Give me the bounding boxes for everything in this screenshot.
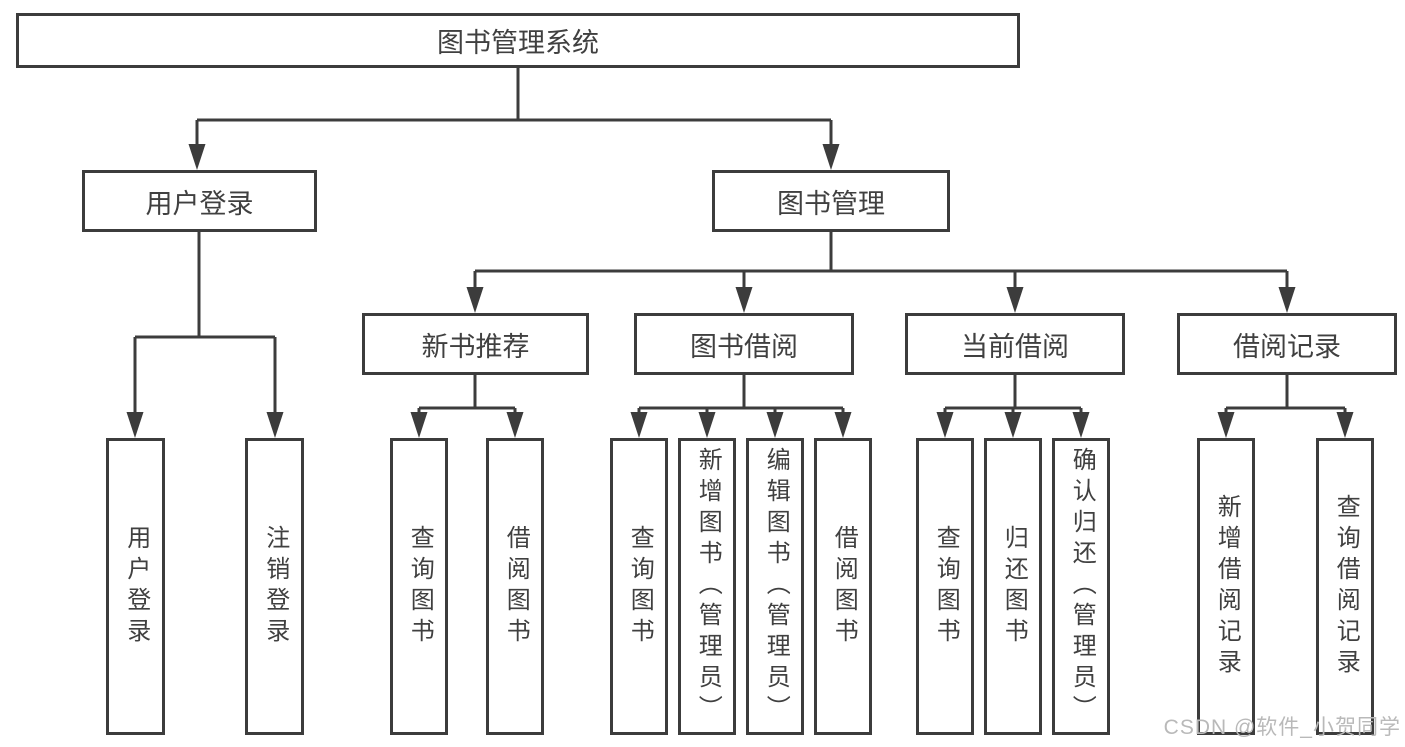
leaf-cb-query-books: 查询图书 — [916, 438, 974, 735]
leaf-label: 借阅图书 — [502, 524, 530, 649]
leaf-label: 用户登录 — [122, 524, 150, 649]
node-current-borrowing: 当前借阅 — [905, 313, 1125, 375]
node-borrowing-records: 借阅记录 — [1177, 313, 1397, 375]
leaf-label: 归还图书 — [1000, 524, 1028, 649]
current-borrowing-connector — [936, 375, 1090, 438]
leaf-label: 注销登录 — [261, 524, 289, 649]
leaf-br-add-borrow-record: 新增借阅记录 — [1197, 438, 1255, 735]
borrowing-records-connector — [1217, 375, 1354, 438]
node-library-management-system: 图书管理系统 — [16, 13, 1020, 68]
leaf-label: 确认归还（管理员） — [1068, 447, 1096, 726]
leaf-label: 查询图书 — [626, 524, 654, 649]
leaf-label: 新增借阅记录 — [1213, 493, 1241, 680]
leaf-nbr-query-books: 查询图书 — [390, 438, 448, 735]
leaf-bb-query-books: 查询图书 — [610, 438, 668, 735]
leaf-label: 新增图书（管理员） — [694, 447, 722, 726]
leaf-cb-return-books: 归还图书 — [984, 438, 1042, 735]
node-book-borrowing: 图书借阅 — [634, 313, 854, 375]
leaf-br-query-borrow-record: 查询借阅记录 — [1316, 438, 1374, 735]
leaf-label: 查询借阅记录 — [1332, 493, 1360, 680]
leaf-logout-login: 注销登录 — [245, 438, 304, 735]
book-borrowing-connector — [630, 375, 852, 438]
leaf-label: 编辑图书（管理员） — [762, 447, 790, 726]
leaf-label: 查询图书 — [406, 524, 434, 649]
csdn-watermark: CSDN @软件_小贺同学 — [1163, 716, 1401, 739]
node-user-login: 用户登录 — [82, 170, 317, 232]
book-management-connector — [466, 232, 1296, 313]
leaf-nbr-borrow-books: 借阅图书 — [486, 438, 544, 735]
leaf-bb-add-books-admin: 新增图书（管理员） — [678, 438, 736, 735]
root-connector — [188, 68, 840, 170]
leaf-user-login: 用户登录 — [106, 438, 165, 735]
node-new-book-recommend: 新书推荐 — [362, 313, 589, 375]
leaf-label: 借阅图书 — [830, 524, 858, 649]
leaf-label: 查询图书 — [932, 524, 960, 649]
user-login-connector — [126, 232, 284, 438]
new-book-recommend-connector — [410, 375, 524, 438]
leaf-bb-borrow-books: 借阅图书 — [814, 438, 872, 735]
leaf-bb-edit-books-admin: 编辑图书（管理员） — [746, 438, 804, 735]
node-book-management: 图书管理 — [712, 170, 950, 232]
leaf-cb-confirm-return-admin: 确认归还（管理员） — [1052, 438, 1110, 735]
